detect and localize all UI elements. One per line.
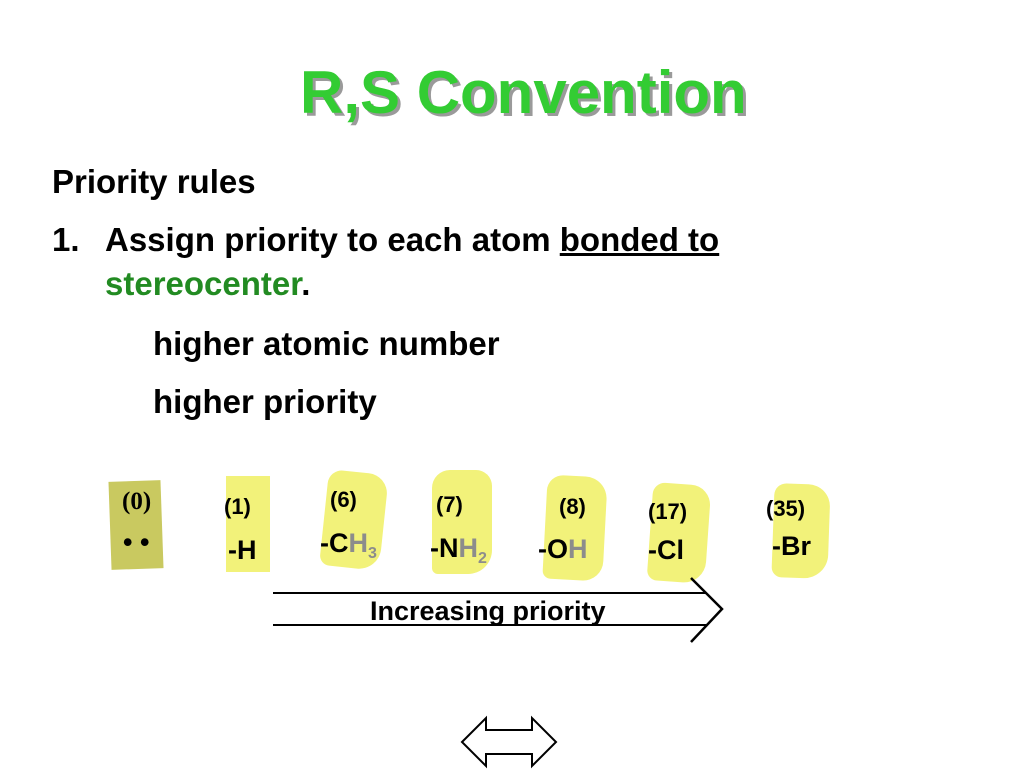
higher-atomic-number-text: higher atomic number [153,325,500,362]
atomic-number-1: (1) [224,494,251,519]
oh-oxygen: -O [538,534,568,564]
stereocenter-word: stereocenter [105,265,302,302]
slide-title: R,S Convention [300,59,747,126]
higher-priority-text: higher priority [153,383,377,420]
ch3-group: -CH3 [320,528,377,563]
lone-pair-group: • • [123,527,150,557]
h-group: -H [228,535,257,565]
cl-group: -Cl [648,535,684,565]
increasing-priority-arrow [273,577,724,643]
nh2-subscript: 2 [478,550,487,567]
rule-text: Assign priority to each atom [105,221,560,258]
rule-line-2: stereocenter. [105,265,310,303]
bonded-to-text: bonded to [559,221,720,258]
nh2-hydrogen: H [458,533,479,563]
rule-line-1: Assign priority to each atom bonded to [105,221,719,259]
ch3-carbon: -C [320,528,349,558]
left-right-arrow-icon[interactable] [460,714,560,770]
atomic-number-35: (35) [766,496,806,521]
ch3-subscript: 3 [368,545,377,562]
atomic-number-6: (6) [330,487,357,512]
atomic-number-17: (17) [648,499,688,524]
ch3-hydrogen: H [348,528,369,558]
nh2-nitrogen: -N [430,533,459,563]
br-group: -Br [772,531,811,561]
oh-hydrogen: H [568,534,588,564]
oh-highlight [542,474,608,582]
atomic-number-7: (7) [436,492,463,517]
increasing-priority-label: Increasing priority [370,596,606,626]
rule-number: 1. [52,221,80,258]
atomic-number-0: (0) [122,488,152,515]
cl-highlight [646,482,712,584]
oh-group: -OH [538,534,588,565]
priority-rules-heading: Priority rules [52,163,256,200]
h-highlight [226,476,270,572]
atomic-number-8: (8) [559,494,586,519]
nh2-group: -NH2 [430,533,487,568]
nh2-highlight [432,470,492,574]
rule-period: . [301,265,311,302]
